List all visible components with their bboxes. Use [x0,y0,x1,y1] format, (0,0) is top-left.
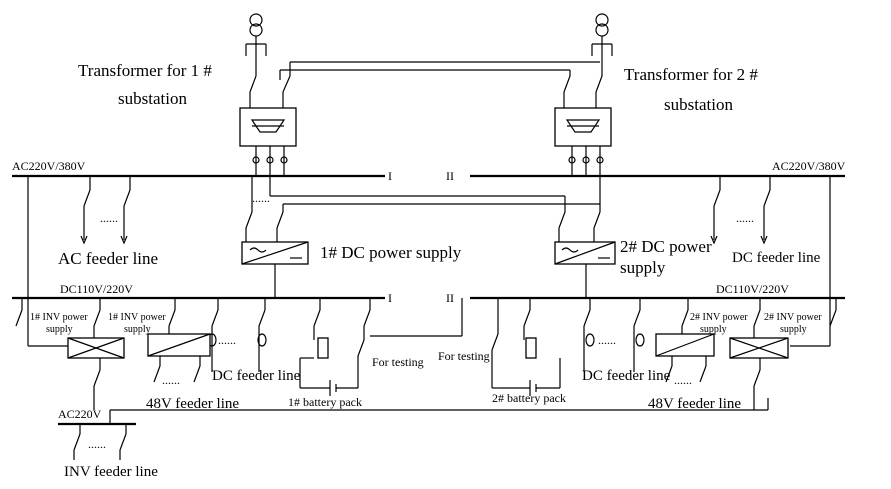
dcdc-box-2 [655,333,715,357]
testing-1-label: For testing [372,355,424,369]
dots-48v-left: ...... [162,373,180,387]
dots-ac-right: ...... [736,211,754,225]
battery-1-label: 1# battery pack [288,395,362,409]
tx1-label-line1: Transformer for 1 # [78,61,212,80]
ac-bypass-left [27,176,831,347]
dc-supply-1-label: 1# DC power supply [320,243,462,262]
transformer-1-symbol [245,13,267,56]
inv-output-links [93,358,769,411]
transformer-2-symbol [591,13,613,56]
dc-supply-box-2 [554,241,616,265]
dots-dc-right: ...... [598,333,616,347]
dots-ac-mid: ...... [252,191,270,205]
v48-feeders [153,356,707,383]
battery-2 [491,337,561,396]
ac-right-label: AC220V/380V [772,159,846,173]
tx2-label-line1: Transformer for 2 # [624,65,758,84]
rectifier-box-1 [239,107,297,147]
dc-right-label: DC110V/220V [716,282,789,296]
dc-feeder-top-label: DC feeder line [732,250,821,266]
battery-2-label: 2# battery pack [492,391,566,405]
dots-dc-left: ...... [218,333,236,347]
inv1a-label-2: supply [46,324,73,335]
tx2-label-line2: substation [664,95,733,114]
ac-left-label: AC220V/380V [12,159,86,173]
ac-to-dc-links [245,176,601,242]
dc-supply-2-label-line1: 2# DC power [620,237,712,256]
ac-feeder-label: AC feeder line [58,249,158,268]
ac220-label: AC220V [58,407,102,421]
inv2a-label-2: supply [700,324,727,335]
ac-bus-ii-label: II [446,169,454,183]
inv-feeders [73,424,127,460]
inv-feeder-label: INV feeder line [64,464,158,480]
rectifier-box-2 [554,107,612,147]
testing-2-label: For testing [438,349,490,363]
dc-feeder-2-label: DC feeder line [582,368,671,384]
incoming-switches [249,56,603,108]
output-phases [252,146,604,176]
dcdc-box-1 [147,333,211,357]
dc-feeder-1-label: DC feeder line [212,368,301,384]
battery-1 [299,337,359,396]
inv1b-label-2: supply [124,324,151,335]
inv2b-label-1: 2# INV power [764,312,822,323]
dc-branches-right [491,298,837,376]
v48-1-label: 48V feeder line [146,396,239,412]
dc-bus-i-label: I [388,291,392,305]
dc-left-label: DC110V/220V [60,282,133,296]
inv1a-label-1: 1# INV power [30,312,88,323]
dots-inv: ...... [88,437,106,451]
dc-supply-2-label-line2: supply [620,258,666,277]
dots-48v-right: ...... [674,373,692,387]
ac-feeder-right [710,176,771,245]
dc-branches-left [15,298,463,376]
dc-supply-box-1 [241,241,309,265]
inv2b-label-2: supply [780,324,807,335]
dc-bus-ii-label: II [446,291,454,305]
v48-2-label: 48V feeder line [648,396,741,412]
ac-feeder-left [80,176,131,245]
inv2a-label-1: 2# INV power [690,312,748,323]
tx1-label-line2: substation [118,89,187,108]
dots-ac-left: ...... [100,211,118,225]
inv-box-2 [729,337,789,359]
inv1b-label-1: 1# INV power [108,312,166,323]
inv-box-1 [67,337,125,359]
ac-bus-i-label: I [388,169,392,183]
